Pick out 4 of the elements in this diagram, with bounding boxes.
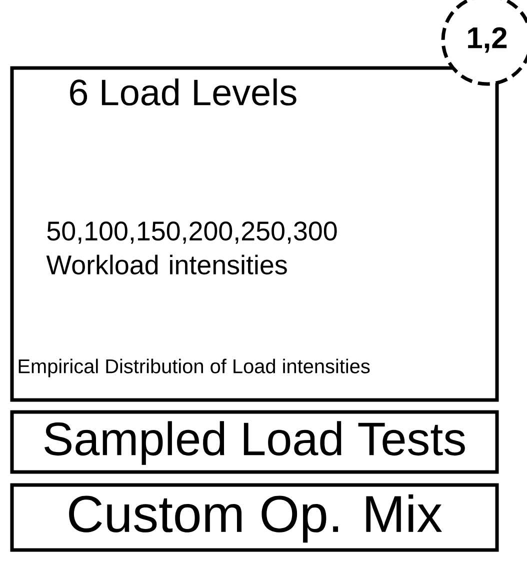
step-badge: 1,2 <box>441 0 527 86</box>
label-box: Custom Op. Mix <box>10 483 499 552</box>
load-panel: 6 Load Levels 50,100,150,200,250,300 Workload intensities Empirical Distribution of Load intensities <box>10 66 499 402</box>
label-box: Sampled Load Tests <box>10 410 499 474</box>
